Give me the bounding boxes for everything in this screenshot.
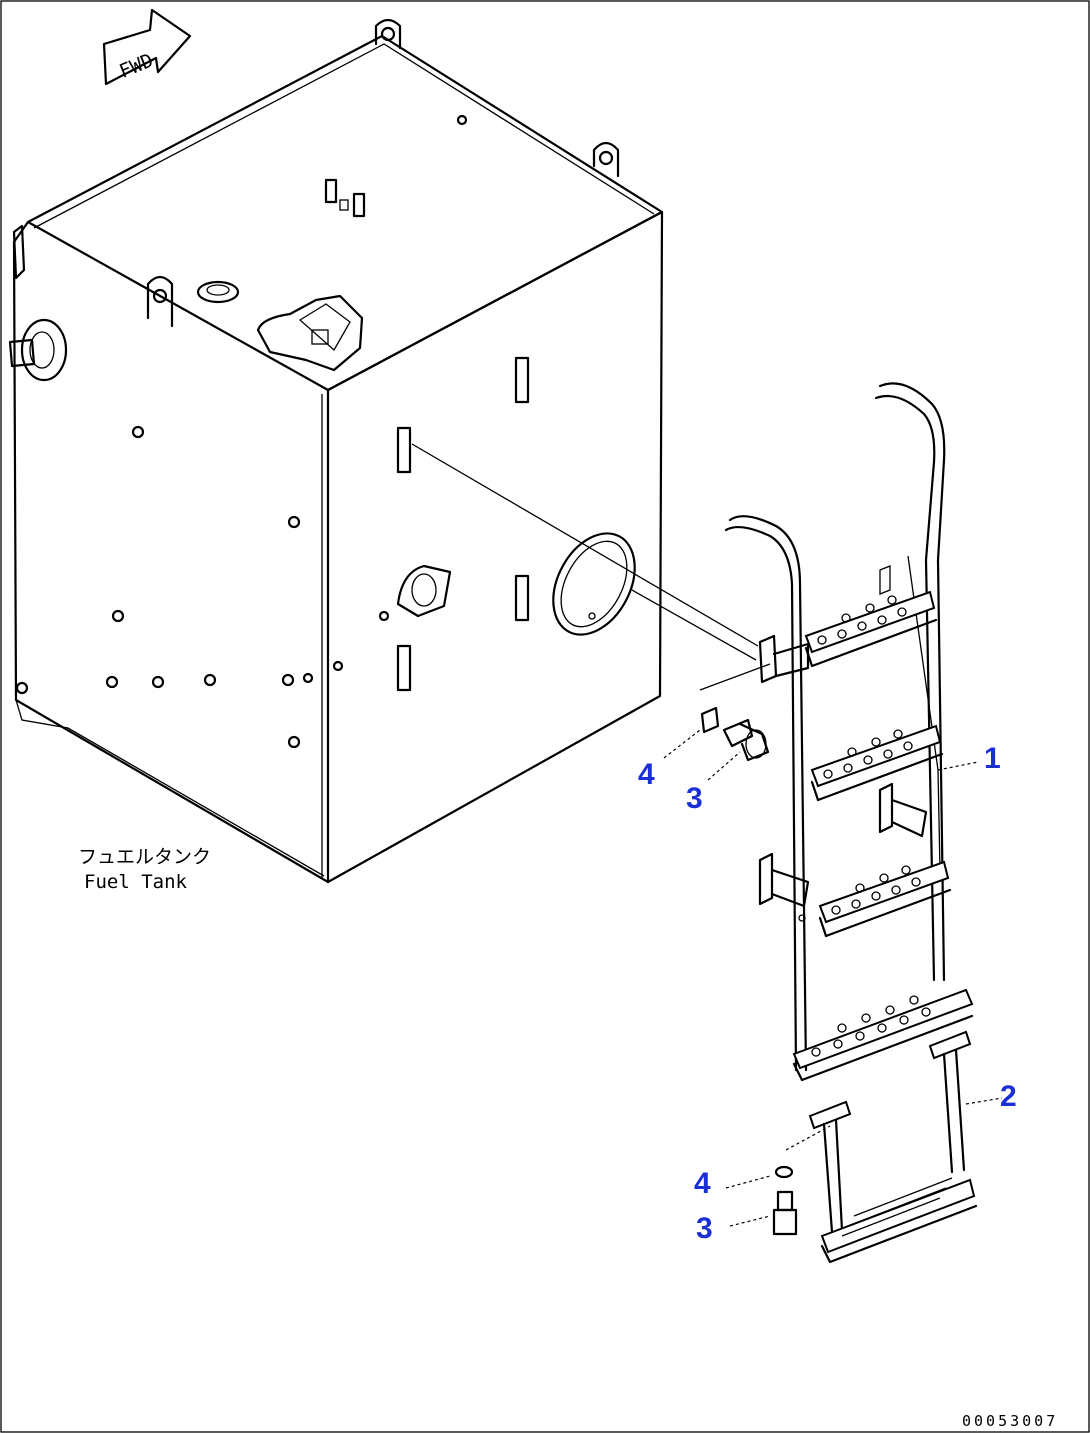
mounting-bracket-icon — [514, 574, 530, 622]
mounting-guide-line — [411, 443, 759, 647]
pipe-flange-icon — [8, 224, 68, 382]
ladder-step — [792, 988, 974, 1082]
leader-1 — [937, 761, 979, 771]
ladder-side-bracket — [758, 782, 928, 922]
leader-4a — [663, 729, 701, 759]
fwd-arrow: FWD — [102, 8, 192, 86]
fuel-tank: フュエルタンク Fuel Tank — [8, 18, 664, 893]
grating — [841, 1177, 953, 1237]
drawing-number: 00053007 — [962, 1412, 1058, 1430]
lifting-eye-icon — [592, 141, 620, 178]
leader-2 — [965, 1097, 1003, 1105]
fwd-arrow-label: FWD — [116, 49, 156, 82]
tank-label-jp: フュエルタンク — [78, 846, 211, 868]
mounting-bracket-icon — [396, 644, 412, 692]
leader-4b — [725, 1175, 771, 1189]
bolt-icon — [722, 718, 770, 762]
stud-icon — [339, 199, 349, 211]
mounting-bracket-icon — [514, 356, 530, 404]
bolt-icon — [772, 1190, 798, 1236]
washer-icon — [700, 706, 720, 734]
filler-cap-icon — [196, 280, 240, 304]
ladder-step — [810, 724, 944, 802]
callout-4: 4 — [638, 758, 655, 791]
bolt-holes — [15, 425, 390, 749]
mounting-guide-line — [699, 663, 771, 691]
stud-icon — [456, 114, 468, 126]
callout-3: 3 — [686, 782, 703, 815]
mounting-guide-line — [631, 589, 757, 661]
washer-icon — [774, 1165, 794, 1179]
tank-label-en: Fuel Tank — [84, 871, 188, 893]
callout-3: 3 — [696, 1212, 713, 1245]
sensor-unit-icon — [256, 294, 364, 372]
leader-3b — [729, 1215, 771, 1227]
callout-4: 4 — [694, 1167, 711, 1200]
ladder-top-bracket — [758, 565, 891, 684]
leader-3a — [707, 751, 741, 781]
ladder-step — [818, 860, 952, 938]
lifting-eye-icon — [374, 18, 402, 50]
ladder-step — [804, 590, 938, 668]
callout-1: 1 — [984, 742, 1001, 775]
stud-icon — [324, 178, 338, 204]
ladder-assembly — [724, 382, 974, 1082]
drain-cap-icon — [396, 564, 452, 618]
leader-washer-to-step — [785, 1125, 831, 1151]
mounting-bracket-icon — [396, 426, 412, 474]
lifting-eye-icon — [146, 275, 174, 328]
stud-icon — [352, 192, 366, 218]
inspection-cover-icon — [552, 532, 636, 636]
callout-2: 2 — [1000, 1080, 1017, 1113]
lower-step-assembly — [808, 1030, 978, 1264]
